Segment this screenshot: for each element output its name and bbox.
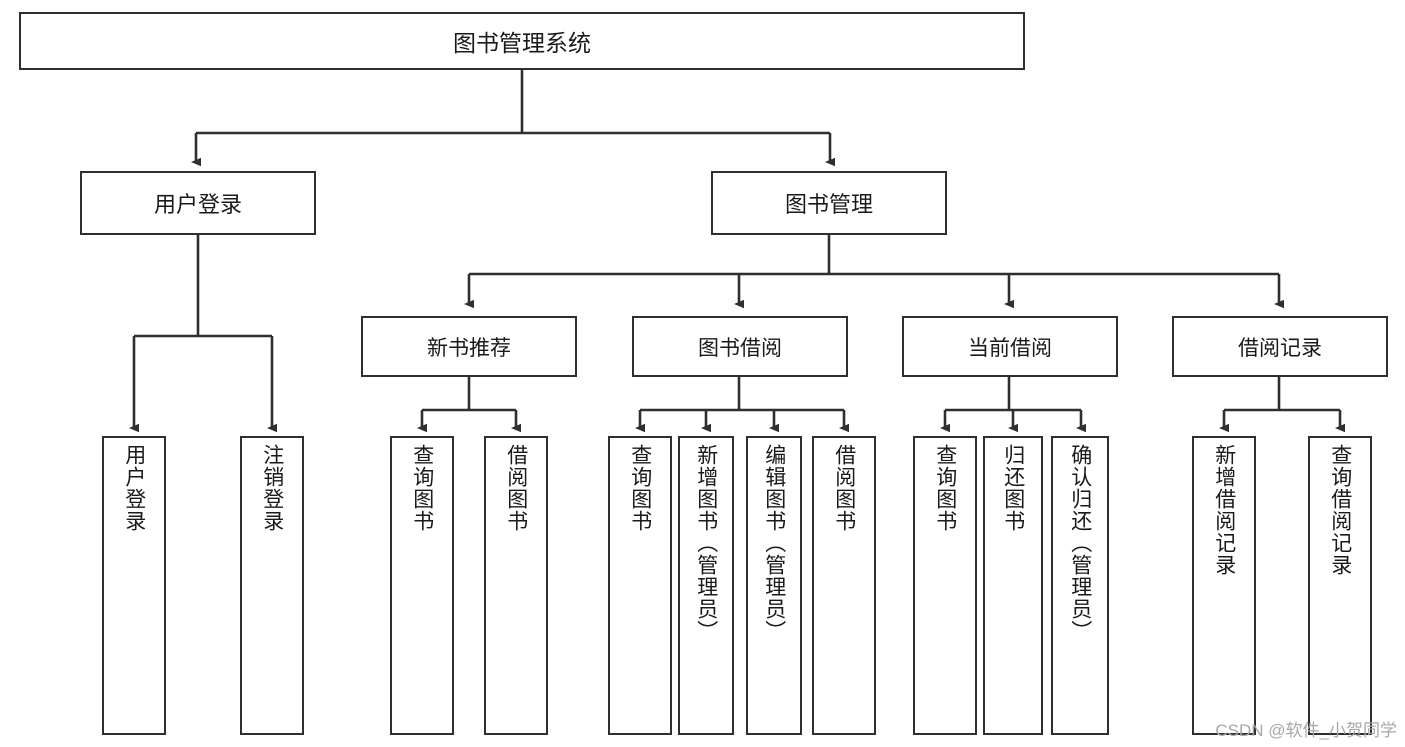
leaf-current-borrow-return[interactable]: 归还图书	[983, 436, 1043, 735]
node-new-book-recommend[interactable]: 新书推荐	[361, 316, 577, 377]
leaf-book-borrow-add[interactable]: 新增图书（管理员）	[678, 436, 734, 735]
leaf-book-borrow-query[interactable]: 查询图书	[608, 436, 672, 735]
leaf-label: 查询图书	[628, 444, 652, 532]
leaf-label: 查询借阅记录	[1328, 444, 1352, 576]
leaf-label: 新增图书（管理员）	[694, 444, 718, 642]
leaf-book-borrow-edit[interactable]: 编辑图书（管理员）	[746, 436, 802, 735]
leaf-user-login-logout[interactable]: 注销登录	[240, 436, 304, 735]
leaf-borrow-record-add[interactable]: 新增借阅记录	[1192, 436, 1256, 735]
leaf-new-book-query[interactable]: 查询图书	[390, 436, 454, 735]
node-user-login[interactable]: 用户登录	[80, 171, 316, 235]
node-book-management-label: 图书管理	[784, 192, 873, 217]
leaf-label: 用户登录	[122, 444, 146, 532]
leaf-new-book-borrow[interactable]: 借阅图书	[484, 436, 548, 735]
leaf-label: 归还图书	[1001, 444, 1025, 532]
leaf-current-borrow-confirm[interactable]: 确认归还（管理员）	[1051, 436, 1109, 735]
node-borrow-record-label: 借阅记录	[1238, 336, 1322, 360]
node-book-management[interactable]: 图书管理	[711, 171, 947, 235]
node-current-borrow[interactable]: 当前借阅	[902, 316, 1118, 377]
leaf-current-borrow-query[interactable]: 查询图书	[913, 436, 977, 735]
leaf-label: 注销登录	[260, 444, 284, 532]
node-current-borrow-label: 当前借阅	[968, 336, 1052, 360]
leaf-label: 查询图书	[410, 444, 434, 532]
node-book-borrow[interactable]: 图书借阅	[632, 316, 848, 377]
node-new-book-recommend-label: 新书推荐	[427, 336, 511, 360]
leaf-label: 确认归还（管理员）	[1068, 444, 1092, 642]
leaf-book-borrow-borrow[interactable]: 借阅图书	[812, 436, 876, 735]
leaf-label: 借阅图书	[504, 444, 528, 532]
watermark: CSDN @软件_小贺同学	[1215, 721, 1397, 740]
node-root[interactable]: 图书管理系统	[19, 12, 1025, 70]
leaf-label: 编辑图书（管理员）	[762, 444, 786, 642]
leaf-label: 借阅图书	[832, 444, 856, 532]
leaf-label: 查询图书	[933, 444, 957, 532]
leaf-borrow-record-query[interactable]: 查询借阅记录	[1308, 436, 1372, 735]
node-root-label: 图书管理系统	[453, 30, 591, 56]
node-book-borrow-label: 图书借阅	[698, 336, 782, 360]
leaf-label: 新增借阅记录	[1212, 444, 1236, 576]
leaf-user-login-login[interactable]: 用户登录	[102, 436, 166, 735]
node-user-login-label: 用户登录	[153, 192, 242, 217]
node-borrow-record[interactable]: 借阅记录	[1172, 316, 1388, 377]
